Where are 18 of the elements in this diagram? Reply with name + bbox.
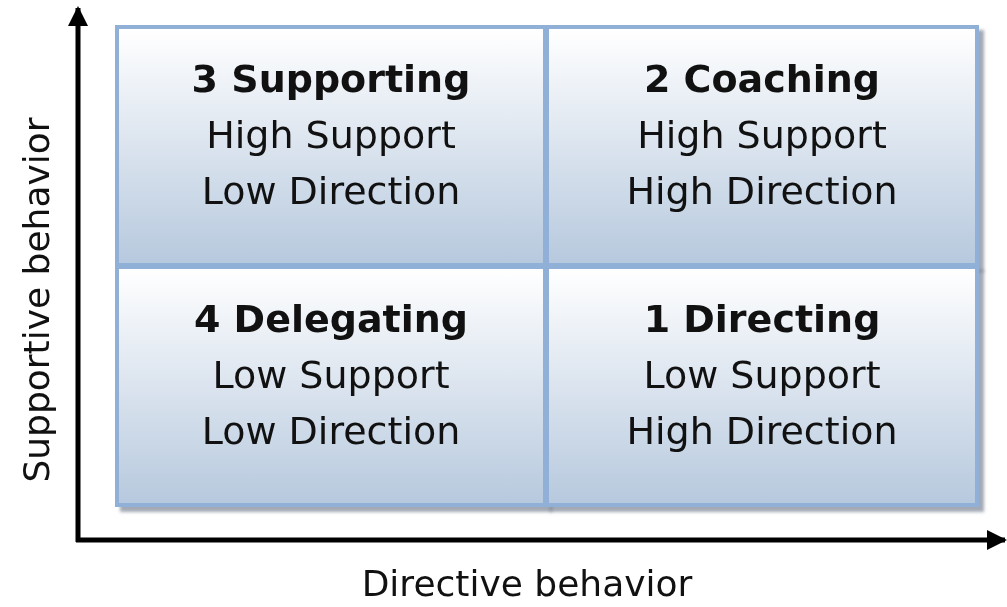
quadrant-description: Low Direction	[201, 408, 461, 455]
axis-label: Supportive behavior	[15, 117, 57, 483]
quadrant-box	[545, 265, 979, 507]
quadrant-title: 3 Supporting	[191, 56, 471, 103]
quadrant-description: High Direction	[626, 168, 898, 215]
quadrant-box	[115, 25, 547, 267]
quadrant-description: High Support	[206, 112, 456, 159]
quadrant-description: High Support	[637, 112, 887, 159]
axis-label: Directive behavior	[361, 562, 693, 604]
quadrant-title: 1 Directing	[643, 296, 881, 343]
quadrant-description: High Direction	[626, 408, 898, 455]
quadrant-title: 2 Coaching	[643, 56, 881, 103]
quadrant-description: Low Direction	[201, 168, 461, 215]
quadrant-description: Low Support	[643, 352, 881, 399]
quadrant-description: Low Support	[212, 352, 450, 399]
quadrant-box	[545, 25, 979, 267]
quadrant-box	[115, 265, 547, 507]
quadrant-title: 4 Delegating	[193, 296, 469, 343]
